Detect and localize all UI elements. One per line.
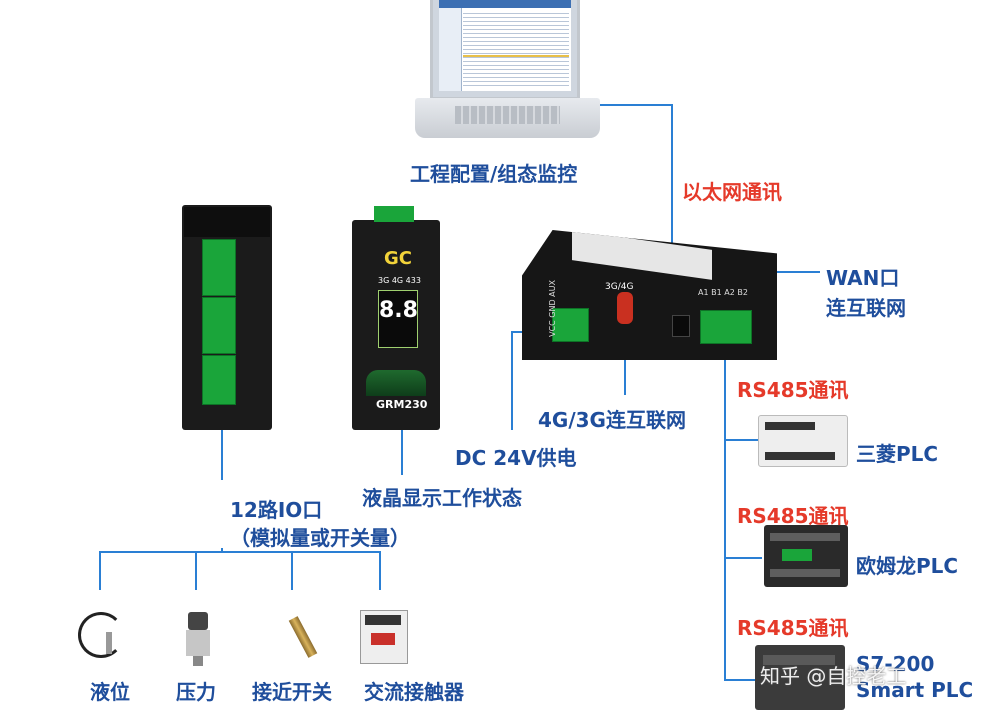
- label-rs485-1: RS485通讯: [737, 378, 849, 402]
- rs485-pin-labels: A1 B1 A2 B2: [698, 288, 748, 297]
- watermark: 知乎 @自控老工: [760, 664, 907, 688]
- label-sensor-proximity: 接近开关: [252, 680, 332, 704]
- brand-logo: GC: [384, 248, 412, 269]
- label-plc-omron: 欧姆龙PLC: [856, 554, 959, 578]
- proximity-switch-icon: [282, 612, 326, 662]
- io-expansion-module: [182, 205, 272, 430]
- level-sensor-icon: [78, 612, 126, 658]
- antenna-label: 3G/4G: [605, 282, 634, 292]
- laptop-keyboard: [415, 98, 600, 138]
- router-device: [522, 230, 777, 360]
- label-io-types: （模拟量或开关量）: [230, 526, 410, 550]
- label-ethernet: 以太网通讯: [682, 180, 782, 204]
- power-pin-labels: VCC GND AUX: [548, 280, 557, 337]
- label-lcd-status: 液晶显示工作状态: [362, 486, 522, 510]
- label-dc-power: DC 24V供电: [455, 446, 577, 470]
- model-label: GRM230: [376, 398, 428, 411]
- omron-plc: [764, 525, 848, 587]
- label-plc-mitsubishi: 三菱PLC: [856, 442, 939, 466]
- mitsubishi-plc: [758, 415, 848, 467]
- signal-indicators: 3G 4G 433: [378, 276, 421, 285]
- label-wan-internet: 连互联网: [826, 296, 906, 320]
- label-sensor-level: 液位: [90, 680, 130, 704]
- label-plc-s7-2: Smart PLC: [856, 678, 974, 702]
- label-wan-port: WAN口: [826, 266, 900, 290]
- label-cellular-internet: 4G/3G连互联网: [538, 408, 686, 432]
- s7-200-plc: [755, 645, 845, 710]
- laptop-screen: [430, 0, 580, 100]
- lcd-screen: 8.8: [378, 290, 418, 348]
- antenna-icon: [617, 292, 633, 324]
- label-config-monitor: 工程配置/组态监控: [410, 162, 578, 186]
- label-io-ports: 12路IO口: [230, 498, 323, 522]
- label-rs485-2: RS485通讯: [737, 504, 849, 528]
- label-sensor-pressure: 压力: [176, 680, 216, 704]
- label-plc-s7-1: S7-200: [856, 652, 935, 676]
- label-rs485-3: RS485通讯: [737, 616, 849, 640]
- ac-contactor-icon: [360, 610, 408, 664]
- pressure-sensor-icon: [180, 612, 216, 667]
- rtu-module: GC 3G 4G 433 8.8 GRM230: [352, 206, 440, 430]
- label-sensor-contactor: 交流接触器: [364, 680, 464, 704]
